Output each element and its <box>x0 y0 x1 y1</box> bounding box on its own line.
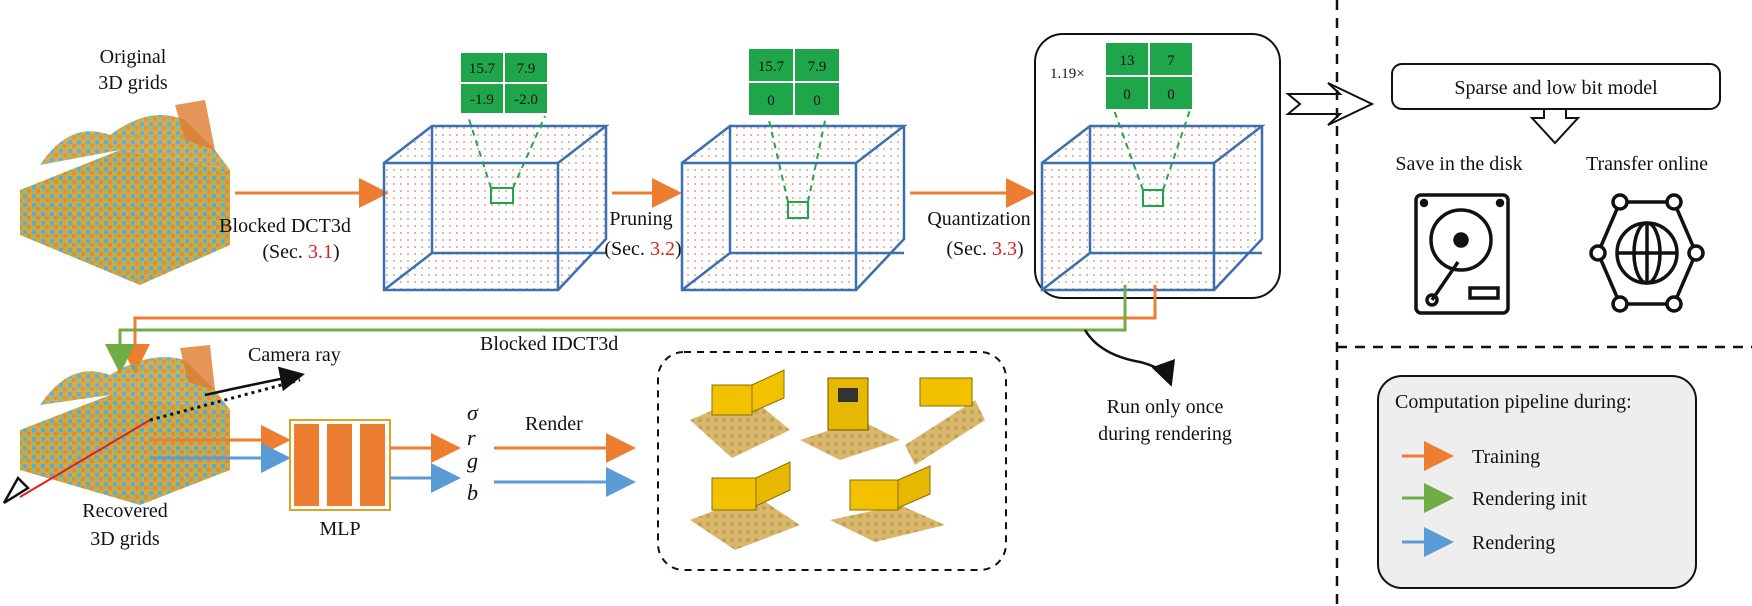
run-once-pointer <box>1083 329 1176 387</box>
render-view-5 <box>830 465 945 542</box>
pruned-value-0: 15.7 <box>758 59 785 75</box>
network-globe-icon <box>1589 193 1705 313</box>
dct-cell-3 <box>503 82 549 115</box>
idct-rendering-init-line <box>105 285 1127 374</box>
camera-ray-arrow <box>204 366 305 397</box>
original-grid: Original 3D grids <box>20 46 230 285</box>
recovered-label-line2: 3D grids <box>90 528 160 550</box>
quantized-frame <box>1034 33 1281 299</box>
quantized-dash-right <box>1162 109 1191 191</box>
render-view-2 <box>800 377 900 460</box>
pruned-block-marker <box>787 201 809 219</box>
legend-label-training: Training <box>1472 446 1540 468</box>
recovered-label-line1: Recovered <box>82 500 168 522</box>
hard-disk-icon <box>1414 193 1510 315</box>
camera-ray-label: Camera ray <box>248 344 341 366</box>
quantized-value-1: 7 <box>1167 53 1175 69</box>
idct-training-line <box>120 285 1157 374</box>
legend-box <box>1377 375 1697 589</box>
quantized-matrix: 13 7 0 0 <box>1104 41 1194 111</box>
original-voxel-base <box>20 150 230 285</box>
quant-label: Quantization <box>927 208 1030 230</box>
recovered-voxel-base <box>20 395 230 505</box>
quantized-value-3: 0 <box>1167 87 1175 103</box>
render-view-3 <box>905 377 985 465</box>
sparse-model-label: Sparse and low bit model <box>1454 77 1658 99</box>
rendered-views <box>690 369 985 550</box>
pruned-cell-0 <box>747 47 795 83</box>
render-label: Render <box>525 413 583 435</box>
camera-ray-samples <box>149 378 301 422</box>
render-view-4 <box>690 461 800 550</box>
pruned-cube-edges <box>680 124 908 292</box>
pruned-dash-right <box>807 115 827 203</box>
dct-cube <box>382 115 610 292</box>
legend-label-rendering: Rendering <box>1472 532 1555 554</box>
mlp-label: MLP <box>319 518 360 540</box>
pruned-cell-2 <box>747 81 795 117</box>
idct-label: Blocked IDCT3d <box>480 333 618 355</box>
quant-sec: (Sec. 3.3) <box>946 238 1023 260</box>
pruned-value-3: 0 <box>813 93 821 109</box>
quantized-cube-edges <box>1040 124 1266 292</box>
quantized-cell-3 <box>1148 75 1194 111</box>
dct-cube-fill <box>384 126 606 290</box>
quantized-value-0: 13 <box>1120 53 1135 69</box>
pruned-value-2: 0 <box>767 93 775 109</box>
dct-block-marker <box>490 187 514 204</box>
run-once-line1: Run only once <box>1107 396 1224 418</box>
run-once-line2: during rendering <box>1098 423 1232 445</box>
camera-eye-icon <box>2 475 30 505</box>
original-label-line2: 3D grids <box>98 72 168 94</box>
rendered-results-box <box>657 351 1007 571</box>
dct-value-2: -1.9 <box>470 92 494 108</box>
output-g: g <box>467 448 478 473</box>
quantized-cube <box>1040 109 1266 292</box>
mlp-block <box>289 419 391 511</box>
pruned-cube-fill <box>682 126 904 290</box>
original-voxel-bucket <box>175 100 215 150</box>
pruned-cell-1 <box>793 47 841 83</box>
dct-dash-left <box>467 115 492 189</box>
original-label-line1: Original <box>100 46 167 68</box>
dct-sec: (Sec. 3.1) <box>262 241 339 263</box>
render-view-1 <box>690 369 790 458</box>
save-disk-label: Save in the disk <box>1395 153 1522 175</box>
dct-matrix: 15.7 7.9 -1.9 -2.0 <box>459 51 549 115</box>
quantized-cube-fill <box>1042 126 1262 290</box>
pruning-sec: (Sec. 3.2) <box>604 238 681 260</box>
pruned-value-1: 7.9 <box>808 59 827 75</box>
pruned-cell-3 <box>793 81 841 117</box>
pruned-dash-left <box>767 115 789 203</box>
dct-value-0: 15.7 <box>469 61 496 77</box>
pruned-matrix: 15.7 7.9 0 0 <box>747 47 841 117</box>
dct-dash-right <box>512 115 546 189</box>
pruned-cube <box>680 115 908 292</box>
dct-value-3: -2.0 <box>514 92 538 108</box>
quantized-dash-left <box>1113 109 1144 191</box>
dct-label: Blocked DCT3d <box>219 215 351 237</box>
output-b: b <box>467 480 478 505</box>
output-sigma: σ <box>467 400 479 425</box>
scale-factor: 1.19× <box>1050 66 1085 82</box>
output-r: r <box>467 425 476 450</box>
legend-label-rendering-init: Rendering init <box>1472 488 1587 510</box>
quantized-cell-1 <box>1148 41 1194 77</box>
legend-title: Computation pipeline during: <box>1395 391 1632 413</box>
hollow-arrow-right <box>1285 82 1375 126</box>
dct-cube-edges <box>382 124 610 292</box>
pruning-label: Pruning <box>609 208 672 230</box>
recovered-voxel-bucket <box>180 345 215 390</box>
quantized-value-2: 0 <box>1123 87 1131 103</box>
transfer-online-label: Transfer online <box>1586 153 1708 175</box>
recovered-grid <box>20 345 230 505</box>
camera-ray-red <box>19 419 151 498</box>
recovered-voxel-body <box>40 357 230 410</box>
dct-value-1: 7.9 <box>517 61 536 77</box>
dct-cell-1 <box>503 51 549 84</box>
quantized-block-marker <box>1142 189 1164 207</box>
hollow-arrow-down <box>1529 108 1581 145</box>
